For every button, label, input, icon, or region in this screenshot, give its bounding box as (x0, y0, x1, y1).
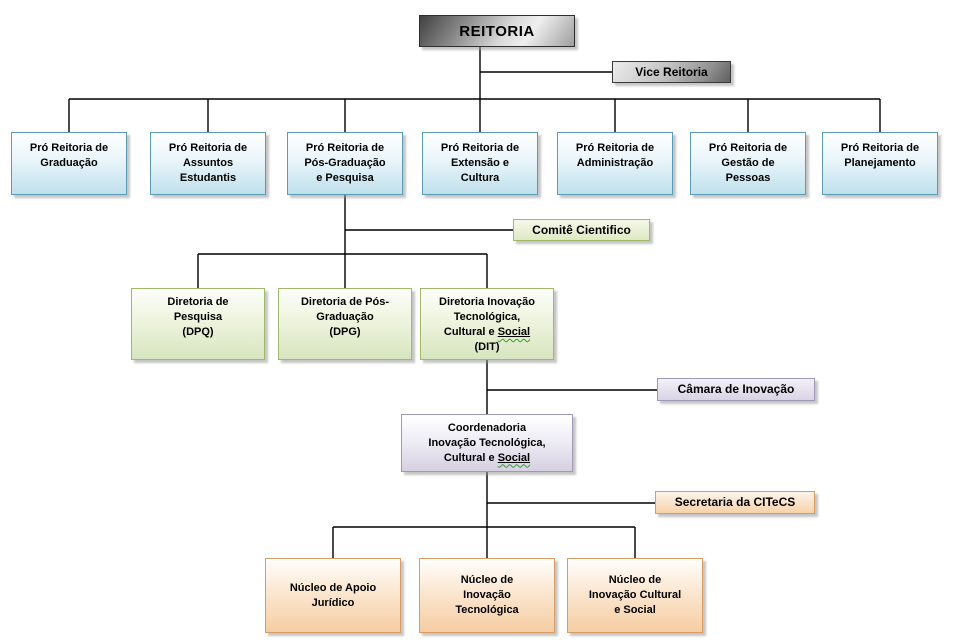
node-label: Pró Reitoria de Assuntos Estudantis (168, 142, 248, 184)
node-pro-reitoria-gestao-pessoas: Pró Reitoria de Gestão de Pessoas (690, 132, 806, 195)
node-label: Comitê Cientifico (532, 222, 631, 237)
underline-wrap: Social (498, 452, 530, 464)
node-label-text: Cultural e (443, 326, 498, 338)
node-coordenadoria-citecs: Coordenadoria Inovação Tecnológica, Cult… (401, 414, 573, 472)
node-label-line: (DIT) (474, 341, 500, 353)
connector-nucleos-bus (332, 526, 636, 558)
node-label: Pró Reitoria de Extensão e Cultura (440, 142, 520, 184)
connector-reitoria-vice (479, 47, 612, 99)
node-label: Diretoria de Pós- Graduação (DPG) (300, 296, 390, 338)
node-vice-reitoria: Vice Reitoria (612, 61, 731, 83)
node-pro-reitoria-planejamento: Pró Reitoria de Planejamento (822, 132, 938, 195)
node-label: Pró Reitoria de Administração (575, 142, 655, 169)
node-label-line: Cultural e Social (444, 451, 530, 466)
node-pro-reitoria-administracao: Pró Reitoria de Administração (557, 132, 673, 195)
connector-posgrad-comite (344, 195, 513, 254)
node-nucleo-inovacao-tecnologica: Núcleo de Inovação Tecnológica (419, 558, 555, 633)
node-diretoria-inovacao-dit: Diretoria Inovação Tecnológica, Cultural… (420, 288, 554, 360)
node-camara-inovacao: Câmara de Inovação (657, 378, 815, 401)
connector-diretorias-bus (197, 253, 488, 288)
node-pro-reitoria-extensao-cultura: Pró Reitoria de Extensão e Cultura (422, 132, 538, 195)
node-label: Núcleo de Apoio Jurídico (289, 581, 377, 609)
node-label-text: Cultural e (443, 451, 498, 464)
node-label-line: Cultural e Social (421, 325, 553, 340)
node-label: Diretoria de Pesquisa (DPQ) (167, 296, 229, 338)
node-label: Pró Reitoria de Pós-Graduação e Pesquisa (304, 142, 386, 184)
node-diretoria-pos-graduacao-dpg: Diretoria de Pós- Graduação (DPG) (278, 288, 412, 360)
connector-coordenadoria-secretaria (486, 472, 655, 527)
node-label: Coordenadoria Inovação Tecnológica, (428, 421, 546, 449)
node-label: Pró Reitoria de Gestão de Pessoas (708, 142, 788, 184)
node-secretaria-citecs: Secretaria da CITeCS (655, 491, 815, 514)
node-label: Núcleo de Inovação Tecnológica (455, 574, 519, 616)
node-vice-reitoria-label: Vice Reitoria (635, 64, 708, 79)
node-label: Pró Reitoria de Planejamento (840, 142, 920, 169)
node-label: Câmara de Inovação (677, 382, 795, 396)
node-diretoria-pesquisa-dpq: Diretoria de Pesquisa (DPQ) (131, 288, 265, 360)
node-reitoria-label: REITORIA (459, 22, 535, 40)
connector-pro-reitorias-bus (68, 98, 881, 132)
node-comite-cientifico: Comitê Cientifico (513, 219, 650, 241)
misspelled-word: Social (497, 451, 531, 464)
node-label: Secretaria da CITeCS (674, 495, 796, 509)
connector-dit-camara (486, 360, 657, 414)
node-nucleo-inovacao-cultural-social: Núcleo de Inovação Cultural e Social (567, 558, 703, 633)
node-pro-reitoria-graduacao: Pró Reitoria de Graduação (11, 132, 127, 195)
node-pro-reitoria-assuntos-estudantis: Pró Reitoria de Assuntos Estudantis (150, 132, 266, 195)
node-label: Núcleo de Inovação Cultural e Social (588, 574, 682, 616)
node-label: Diretoria Inovação Tecnológica, (439, 296, 535, 323)
misspelled-word: Social (497, 326, 531, 338)
node-pro-reitoria-pos-graduacao-pesquisa: Pró Reitoria de Pós-Graduação e Pesquisa (287, 132, 403, 195)
node-label: Pró Reitoria de Graduação (29, 142, 109, 169)
underline-wrap: Social (498, 326, 530, 338)
node-nucleo-apoio-juridico: Núcleo de Apoio Jurídico (265, 558, 401, 633)
node-reitoria: REITORIA (419, 15, 575, 47)
